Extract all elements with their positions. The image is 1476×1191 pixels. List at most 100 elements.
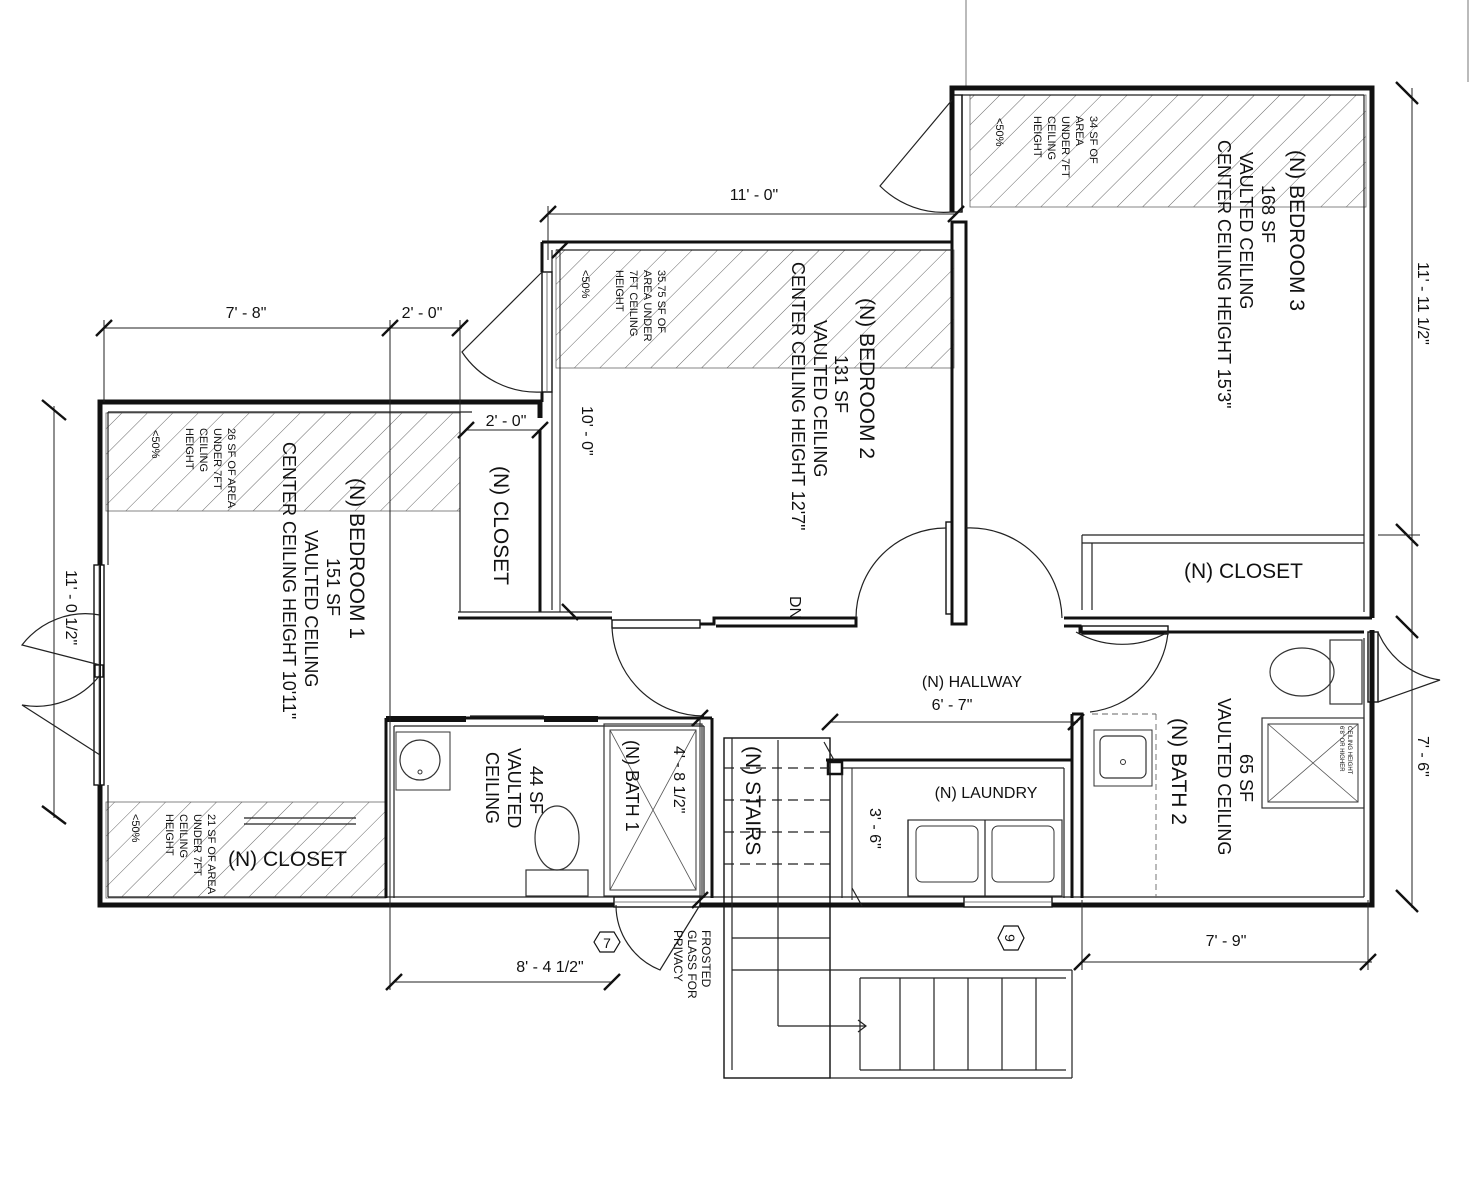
stairs (723, 737, 1073, 1079)
b2-low-note-2: AREA UNDER (641, 270, 653, 342)
low-ceiling-zone-b2 (555, 249, 955, 369)
note-line: PRIVACY (671, 930, 685, 982)
bath1-area-group: 44 SF (526, 766, 546, 814)
room-area: 168 SF (1258, 185, 1278, 243)
dim-b2-10-0-group: 10' - 0" (578, 406, 595, 456)
note-line: AREA (1073, 116, 1085, 147)
shower-note-1: CEILING HEIGHT (1346, 726, 1352, 775)
closet-b3-label: (N) CLOSET (1184, 560, 1303, 583)
stairs-label-group: (N) STAIRS (741, 746, 764, 855)
b3-low-note-3: UNDER 7FT (1059, 116, 1071, 178)
note-line: HEIGHT (163, 814, 175, 856)
closet-b1-label: (N) CLOSET (228, 848, 347, 871)
note-line: 26 SF OF AREA (225, 428, 237, 509)
room-ceiling: VAULTED CEILING (301, 530, 321, 687)
bedroom2-center-group: CENTER CEILING HEIGHT 12'7" (788, 262, 808, 531)
note-line: HEIGHT (1031, 116, 1043, 158)
note-pct: <50% (993, 118, 1005, 147)
bedroom1-ceiling-group: VAULTED CEILING (301, 530, 321, 687)
bath1-ceiling1-group: VAULTED (504, 748, 524, 828)
b1-low-note-4: HEIGHT (183, 428, 195, 470)
frosted-note-3: PRIVACY (671, 930, 685, 982)
bedroom3-label: (N) BEDROOM 3 (1285, 150, 1308, 311)
low-ceiling-zone-b1 (105, 412, 461, 512)
dim-top-7-8: 7' - 8" (226, 305, 267, 322)
bedroom2-ceiling-group: VAULTED CEILING (810, 320, 830, 477)
note-line: UNDER 7FT (211, 428, 223, 490)
bedroom1-area-group: 151 SF (323, 558, 343, 616)
room-name: (N) BATH 1 (622, 740, 642, 832)
door-swings (20, 99, 1441, 971)
room-center-height: CENTER CEILING HEIGHT 10'11" (279, 442, 299, 719)
closet-low-note-3: CEILING (177, 814, 189, 858)
note-line: 35.75 SF OF (655, 270, 667, 333)
room-name: (N) BEDROOM 2 (855, 298, 878, 459)
closet-mid-label: (N) CLOSET (489, 466, 512, 585)
b3-pct: <50% (993, 118, 1005, 147)
room-area: 151 SF (323, 558, 343, 616)
room-area: 65 SF (1236, 754, 1256, 802)
dim-right-11-11: 11' - 11 1/2" (1414, 262, 1431, 345)
bedroom3-ceiling-group: VAULTED CEILING (1236, 152, 1256, 309)
note-line: UNDER 7FT (191, 814, 203, 876)
note-line: HEIGHT (613, 270, 625, 312)
dim-top-11-0: 11' - 0" (730, 187, 778, 204)
bedroom2-area-group: 131 SF (831, 355, 851, 413)
bath1-name-group: (N) BATH 1 (622, 740, 642, 832)
dim-closet-2-0: 2' - 0" (486, 413, 527, 430)
hallway-label: (N) HALLWAY (922, 674, 1022, 691)
note-pct: <50% (129, 814, 141, 843)
room-center-height: CENTER CEILING HEIGHT 15'3" (1214, 140, 1234, 409)
laundry-label: (N) LAUNDRY (935, 785, 1038, 802)
note-line: HEIGHT (183, 428, 195, 470)
note-line: 6'8" OR HIGHER (1338, 726, 1344, 772)
room-ceiling: VAULTED CEILING (1214, 698, 1234, 855)
dim-bath1-4-8-group: 4' - 8 1/2" (670, 746, 687, 813)
bedroom2-name-group: (N) BEDROOM 2 (855, 298, 878, 459)
note-line: UNDER 7FT (1059, 116, 1071, 178)
shower-note-2: 6'8" OR HIGHER (1338, 726, 1344, 772)
window-tag-9: 9 (997, 925, 1025, 951)
b3-low-note: 34 SF OF (1087, 116, 1099, 164)
dim-hall-6-7: 6' - 7" (932, 697, 973, 714)
b3-low-note-2: AREA (1073, 116, 1085, 147)
closet-low-note-1: 21 SF OF AREA (205, 814, 217, 895)
dim-bottom-7-9: 7' - 9" (1206, 933, 1247, 950)
b1-pct: <50% (149, 430, 161, 459)
dimension-lines (41, 81, 1420, 991)
stairs-label: (N) STAIRS (741, 746, 764, 855)
room-name: (N) BEDROOM 3 (1285, 150, 1308, 311)
dim-right-7-6: 7' - 6" (1414, 736, 1431, 777)
bedroom3-area-group: 168 SF (1258, 185, 1278, 243)
walls (97, 85, 1375, 908)
note-pct: <50% (149, 430, 161, 459)
room-area: 131 SF (831, 355, 851, 413)
b3-low-note-5: HEIGHT (1031, 116, 1043, 158)
bedroom1-center-group: CENTER CEILING HEIGHT 10'11" (279, 442, 299, 719)
bedroom1-name-group: (N) BEDROOM 1 (345, 478, 368, 639)
dim-left-11-0: 11' - 0 1/2" (62, 570, 79, 645)
dim-bath1-4-8: 4' - 8 1/2" (670, 746, 687, 813)
bath2-area-group: 65 SF (1236, 754, 1256, 802)
dim-b2-10-0: 10' - 0" (578, 406, 595, 456)
closet-low-note-4: HEIGHT (163, 814, 175, 856)
room-area: 44 SF (526, 766, 546, 814)
b3-low-note-4: CEILING (1045, 116, 1057, 160)
bath1-ceiling2-group: CEILING (482, 752, 502, 824)
dim-left-11-0-group: 11' - 0 1/2" (62, 570, 79, 645)
dim-laundry-3-6: 3' - 6" (866, 808, 883, 849)
dim-right-11-11-group: 11' - 11 1/2" (1414, 262, 1431, 345)
dim-laundry-3-6-group: 3' - 6" (866, 808, 883, 849)
b2-low-note-1: 35.75 SF OF (655, 270, 667, 333)
dim-right-7-6-group: 7' - 6" (1414, 736, 1431, 777)
dim-bottom-8-4: 8' - 4 1/2" (516, 959, 583, 976)
room-ceiling: VAULTED CEILING (810, 320, 830, 477)
fixtures (395, 639, 1365, 897)
low-ceiling-zone-b3 (969, 94, 1367, 208)
b1-low-note-2: UNDER 7FT (211, 428, 223, 490)
closet-pct: <50% (129, 814, 141, 843)
room-name: (N) BATH 2 (1167, 718, 1190, 825)
dim-top-2-0: 2' - 0" (402, 305, 443, 322)
closet-mid-group: (N) CLOSET (489, 466, 512, 585)
